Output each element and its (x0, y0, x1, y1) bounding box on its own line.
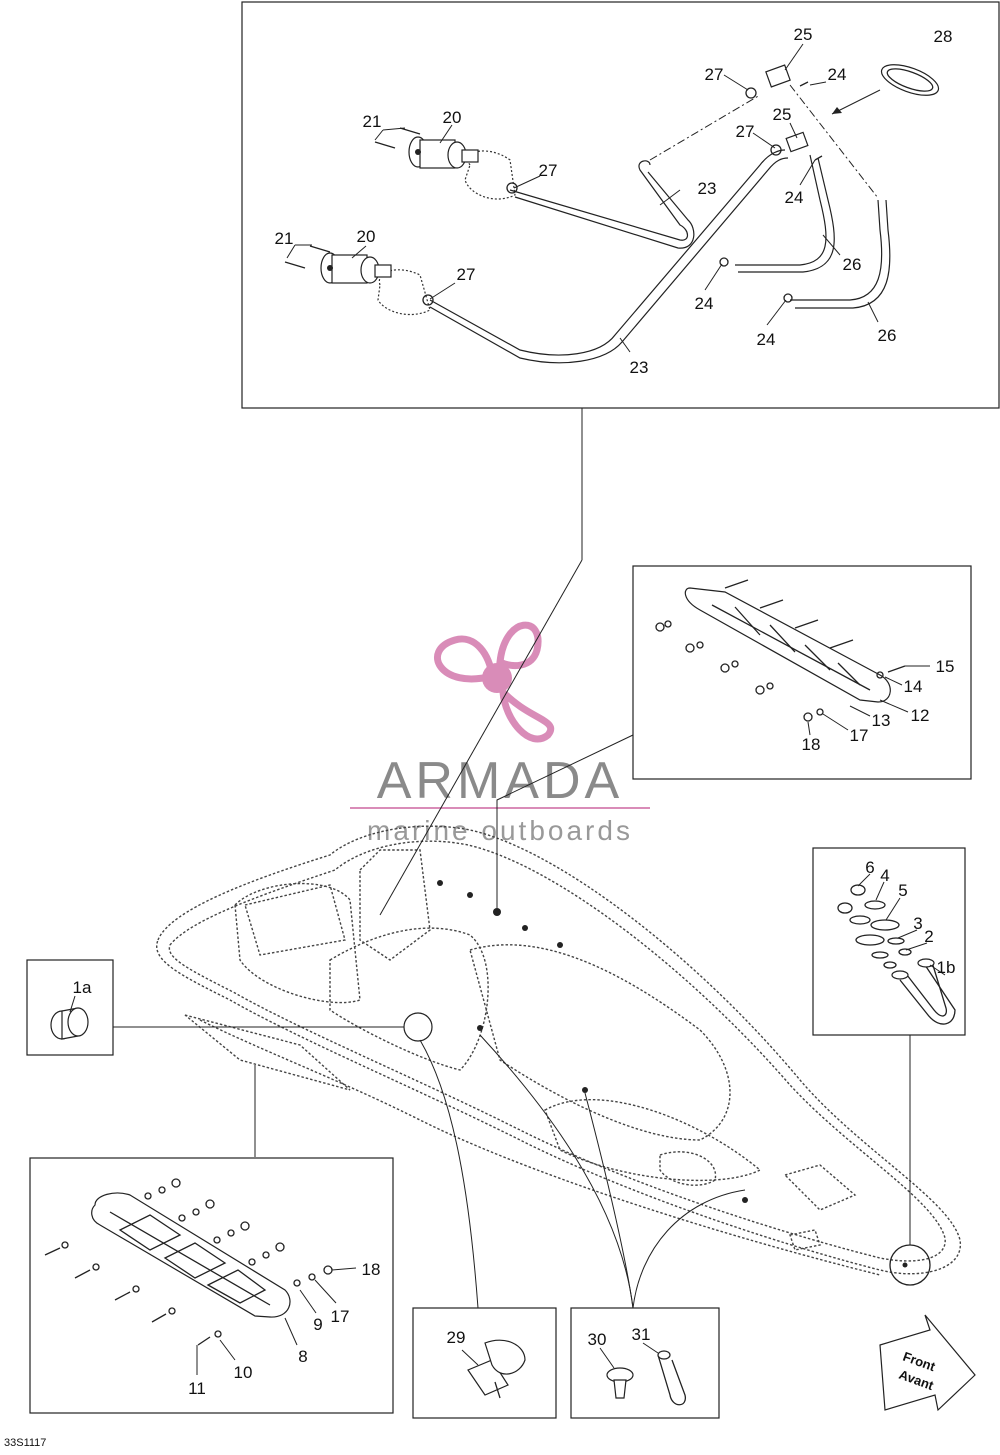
label-27: 27 (705, 65, 724, 84)
centerline-upper (649, 94, 761, 161)
label-8: 8 (298, 1347, 307, 1366)
figure-code: 33S1117 (4, 1437, 46, 1449)
label-24: 24 (757, 330, 776, 349)
label-23: 23 (630, 358, 649, 377)
label-29: 29 (447, 1328, 466, 1347)
label-14: 14 (904, 677, 923, 696)
fastener-30-31-inset (570, 1307, 720, 1419)
label-27: 27 (539, 161, 558, 180)
leaders-ride-plate (196, 1267, 357, 1375)
ride-plate-8 (91, 1192, 291, 1318)
label-28: 28 (934, 27, 953, 46)
watermark-tagline: marine outboards (367, 815, 633, 846)
hose-26-upper (735, 154, 827, 266)
label-11: 11 (188, 1379, 206, 1398)
bushing-1a (50, 1007, 89, 1040)
callout-connectors (113, 408, 911, 1309)
bilge-pump-upper (408, 136, 516, 200)
tow-eye-inset (812, 847, 966, 1036)
label-26: 26 (843, 255, 862, 274)
grab-handle-12 (684, 587, 891, 703)
cap-28 (880, 64, 940, 96)
label-24: 24 (785, 188, 804, 207)
push-rivet-30 (606, 1367, 634, 1399)
label-4: 4 (880, 866, 889, 885)
label-1b: 1b (937, 958, 956, 977)
arrow-28 (831, 89, 881, 115)
cable-tie-31 (657, 1350, 686, 1406)
leaders-tow-eye (857, 873, 946, 976)
hose-23-lower-edge (429, 157, 789, 364)
label-27: 27 (736, 122, 755, 141)
clip-29 (467, 1339, 526, 1399)
hose-23-upper (509, 160, 689, 241)
label-20: 20 (357, 227, 376, 246)
label-25: 25 (794, 25, 813, 44)
hull-clips (437, 880, 908, 1268)
hull-callout-1a (403, 1012, 433, 1042)
label-10: 10 (234, 1363, 253, 1382)
label-27: 27 (457, 265, 476, 284)
centerline-right (789, 84, 879, 199)
label-12: 12 (911, 706, 930, 725)
label-20: 20 (443, 108, 462, 127)
screws-21 (284, 127, 421, 269)
label-31: 31 (632, 1325, 651, 1344)
label-18: 18 (362, 1260, 381, 1279)
clamps-24-27 (422, 81, 823, 306)
label-24: 24 (828, 65, 847, 84)
label-26: 26 (878, 326, 897, 345)
part-labels: 25 28 27 24 25 27 20 21 27 23 24 20 21 2… (73, 25, 956, 1398)
hull-callout-1b (889, 1244, 931, 1286)
hose-26-lower-edge (795, 199, 891, 309)
watermark-brand: ARMADA (377, 752, 623, 810)
tow-eye-hardware (837, 884, 912, 969)
ride-plate-underside (184, 1014, 351, 1091)
tow-eye-1b (891, 958, 956, 1025)
bilge-system-inset (241, 1, 1000, 409)
leaders-right-box (807, 665, 930, 736)
bushing-1a-inset (26, 959, 114, 1056)
label-15: 15 (936, 657, 955, 676)
label-17: 17 (331, 1307, 350, 1326)
label-24: 24 (695, 294, 714, 313)
label-30: 30 (588, 1330, 607, 1349)
label-13: 13 (872, 711, 891, 730)
ride-plate-hardware (44, 1178, 333, 1346)
propeller-icon (434, 621, 555, 743)
label-1a: 1a (73, 978, 92, 997)
bilge-pump-lower (320, 252, 431, 315)
label-18: 18 (802, 735, 821, 754)
label-6: 6 (865, 858, 874, 877)
front-direction-arrow: Front Avant (879, 1314, 976, 1412)
hose-23-upper-edge (514, 171, 695, 249)
label-2: 2 (924, 927, 933, 946)
label-5: 5 (898, 881, 907, 900)
fittings-25 (765, 64, 809, 153)
label-25: 25 (773, 105, 792, 124)
label-9: 9 (313, 1315, 322, 1334)
leaders-top (286, 43, 879, 353)
hose-26-upper-edge (738, 157, 835, 273)
hardware-12-18 (655, 579, 906, 722)
hose-23-lower (429, 149, 786, 356)
label-3: 3 (913, 914, 922, 933)
label-23: 23 (698, 179, 717, 198)
label-21: 21 (275, 229, 294, 248)
hose-26-lower (790, 199, 883, 301)
watermark-logo: ARMADA marine outboards (350, 621, 650, 846)
label-21: 21 (363, 112, 382, 131)
label-17: 17 (850, 726, 869, 745)
